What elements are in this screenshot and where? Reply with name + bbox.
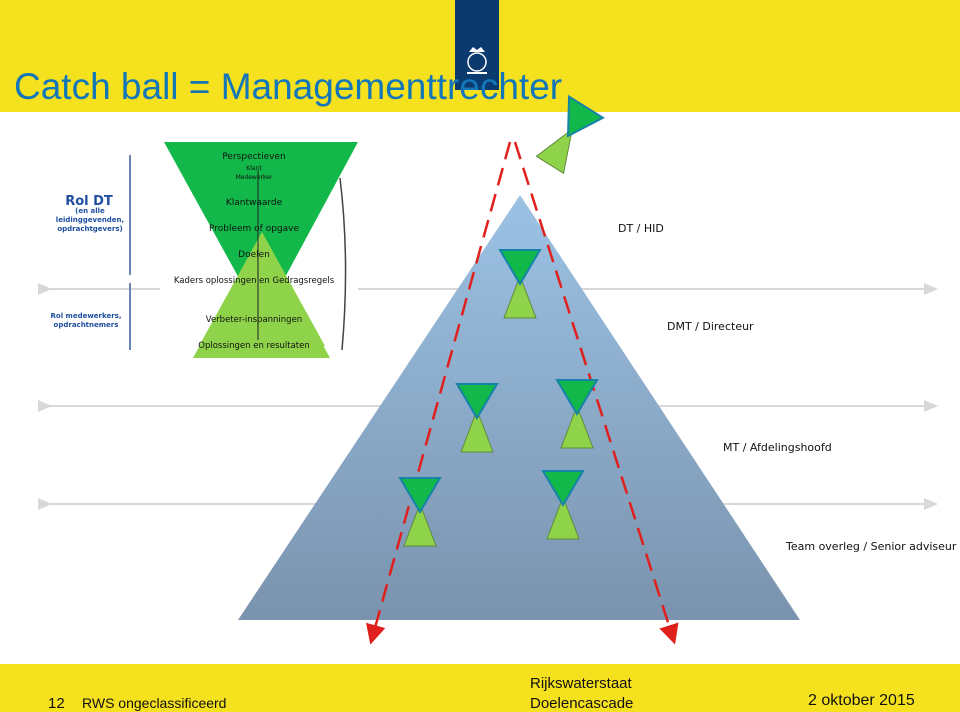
level-label-mt: MT / Afdelingshoofd [723,441,832,454]
level-label-dt: DT / HID [618,222,664,235]
level-label-team: Team overleg / Senior adviseur [786,540,957,553]
funnel-item-klant: Klant [246,165,262,172]
funnel-item-probleem: Probleem of opgave [209,224,300,234]
level-label-dmt: DMT / Directeur [667,320,754,333]
role-staff-label: Rol medewerkers, opdrachtnemers [50,312,122,329]
page-number: 12 [48,695,65,712]
funnel-item-verbeter: Verbeter-inspanningen [206,315,302,325]
funnel-item-doelen: Doelen [238,250,270,260]
funnel-top [164,142,358,320]
date: 2 oktober 2015 [808,692,915,709]
subject: Doelencascade [530,695,634,712]
crest-logo [455,0,499,90]
hourglass-team-left [398,477,442,547]
hourglass-mt-left [455,383,499,453]
hourglass-mt-right [555,379,599,449]
classification: RWS ongeclassificeerd [82,695,227,711]
role-dt-label: Rol DT [65,194,113,209]
hourglass-team-right [541,470,585,540]
funnel-item-klantwaarde: Klantwaarde [226,198,283,208]
catchball-arrow-left [366,141,512,645]
organisation-pyramid [238,195,800,620]
hourglass-top-tilted [535,94,605,175]
funnel-panel [129,142,358,370]
org-name: Rijkswaterstaat [530,675,632,692]
catchball-arrow-right [513,141,679,645]
hourglass-dmt [498,249,542,319]
slide-title: Catch ball = Managementtrechter [14,66,563,107]
funnel-item-kaders: Kaders oplossingen en Gedragsregels [174,276,335,286]
role-dt-sub: (en alle leidinggevenden, opdrachtgevers… [55,207,125,233]
funnel-item-medewerker: Medewerker [236,174,273,181]
funnel-item-perspectieven: Perspectieven [222,152,285,162]
funnel-item-oplossingen: Oplossingen en resultaten [198,341,310,351]
hourglass-icons [398,94,605,547]
footer-band [0,664,960,712]
